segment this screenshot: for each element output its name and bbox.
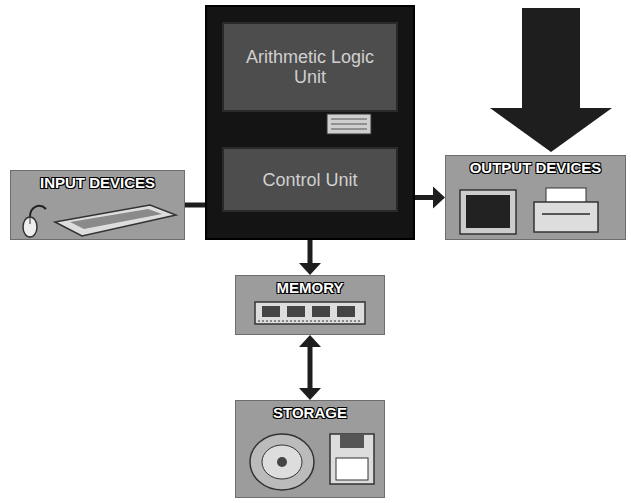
arrow-head bbox=[433, 187, 445, 209]
connector bbox=[415, 187, 445, 209]
hard-disk-icon bbox=[250, 434, 314, 490]
control-unit-box: Control Unit bbox=[222, 147, 398, 212]
keyboard-icon bbox=[55, 205, 176, 236]
node-label: Arithmetic Logic Unit bbox=[228, 47, 392, 87]
connector-line bbox=[308, 240, 313, 264]
monitor-icon bbox=[460, 190, 516, 234]
cpu-box: Arithmetic Logic UnitControl Unit bbox=[205, 5, 415, 240]
node-label: Control Unit bbox=[262, 170, 357, 190]
connector bbox=[299, 240, 321, 275]
arrow-head bbox=[299, 335, 321, 347]
storage-box: STORAGE bbox=[235, 400, 385, 498]
node-label: INPUT DEVICES bbox=[15, 174, 180, 192]
connector-line bbox=[185, 203, 205, 208]
connector bbox=[185, 205, 205, 206]
connector-line bbox=[415, 195, 434, 200]
mouse-icon bbox=[23, 206, 46, 237]
node-label: OUTPUT DEVICES bbox=[450, 159, 621, 177]
ram-icon bbox=[255, 302, 365, 324]
floppy-disk-icon bbox=[330, 434, 374, 484]
memory-box: MEMORY bbox=[235, 275, 385, 335]
output-box: OUTPUT DEVICES bbox=[445, 155, 626, 240]
cpu-chip-icon bbox=[327, 114, 371, 134]
arrow-head bbox=[299, 263, 321, 275]
alu-box: Arithmetic Logic Unit bbox=[222, 22, 398, 112]
printer-icon bbox=[534, 188, 598, 232]
output-arrow bbox=[490, 8, 612, 152]
connector-line bbox=[308, 346, 313, 389]
input-box: INPUT DEVICES bbox=[10, 170, 185, 240]
connector bbox=[299, 335, 321, 400]
node-label: MEMORY bbox=[240, 279, 380, 297]
arrow-head bbox=[299, 388, 321, 400]
node-label: STORAGE bbox=[240, 404, 380, 422]
